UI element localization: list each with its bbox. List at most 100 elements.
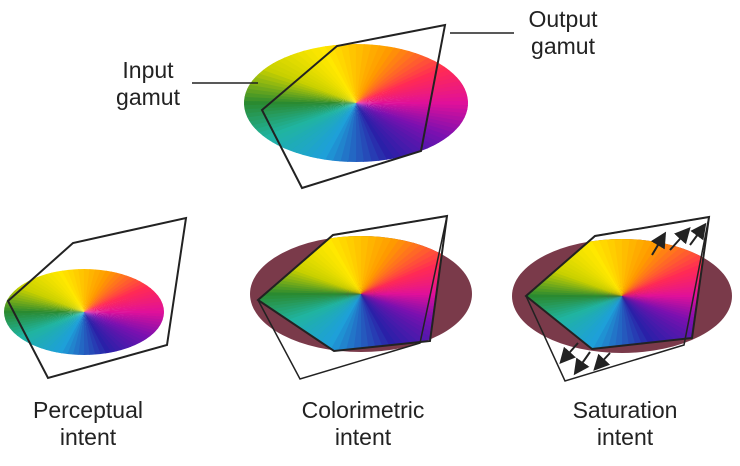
wheel-wedge bbox=[244, 103, 356, 127]
wheel-wedge bbox=[84, 292, 163, 312]
wheel-wedge bbox=[258, 294, 361, 317]
wheel-wedge bbox=[622, 296, 703, 343]
colorimetric-intent-label: Colorimetric intent bbox=[283, 397, 443, 451]
wheel-wedge bbox=[361, 247, 443, 294]
wheel-wedge bbox=[361, 294, 386, 351]
wheel-wedge bbox=[83, 312, 90, 355]
wheel-wedge bbox=[298, 294, 361, 348]
wheel-wedge bbox=[356, 83, 468, 103]
wheel-wedge bbox=[299, 103, 356, 160]
wheel-wedge bbox=[622, 296, 708, 340]
wheel-wedge bbox=[280, 52, 356, 103]
perceptual-label-line2: intent bbox=[59, 424, 117, 450]
wheel-wedge bbox=[361, 294, 430, 346]
colorimetric-output-gamut-outline bbox=[257, 215, 448, 380]
wheel-wedge bbox=[84, 312, 129, 353]
wheel-wedge bbox=[361, 294, 409, 351]
output-gamut-label-line2: gamut bbox=[531, 33, 595, 59]
wheel-wedge bbox=[29, 312, 84, 349]
wheel-wedge bbox=[244, 103, 356, 123]
wheel-wedge bbox=[44, 270, 84, 312]
wheel-wedge bbox=[356, 103, 432, 154]
wheel-wedge bbox=[4, 309, 84, 314]
wheel-wedge bbox=[560, 242, 622, 296]
wheel-wedge bbox=[359, 294, 370, 351]
saturation-arrow bbox=[573, 351, 591, 376]
wheel-wedge bbox=[361, 287, 447, 294]
wheel-wedge bbox=[354, 103, 365, 162]
wheel-wedge bbox=[258, 294, 361, 305]
wheel-wedge bbox=[254, 67, 356, 103]
wheel-wedge bbox=[84, 298, 164, 312]
wheel-wedge bbox=[356, 103, 389, 162]
wheel-wedge bbox=[263, 61, 356, 103]
wheel-wedge bbox=[356, 103, 426, 156]
wheel-wedge bbox=[258, 294, 361, 309]
wheel-wedge bbox=[244, 103, 356, 114]
wheel-wedge bbox=[613, 239, 624, 296]
wheel-wedge bbox=[60, 269, 84, 312]
wheel-wedge bbox=[361, 253, 447, 294]
wheel-wedge bbox=[244, 103, 356, 119]
saturation-arrow bbox=[650, 231, 667, 256]
wheel-wedge bbox=[622, 245, 691, 296]
colorimetric-label-line1: Colorimetric bbox=[301, 397, 425, 423]
wheel-wedge bbox=[17, 312, 84, 343]
wheel-wedge bbox=[312, 294, 361, 351]
output-gamut-label-line1: Output bbox=[528, 6, 598, 32]
wheel-wedge bbox=[356, 103, 444, 148]
wheel-wedge bbox=[361, 256, 447, 294]
wheel-wedge bbox=[84, 312, 139, 349]
wheel-wedge bbox=[356, 103, 373, 162]
wheel-wedge bbox=[66, 269, 84, 312]
wheel-wedge bbox=[246, 75, 356, 103]
wheel-wedge bbox=[622, 250, 704, 296]
wheel-wedge bbox=[257, 103, 356, 142]
saturation-output-gamut-outline bbox=[525, 216, 710, 382]
wheel-wedge bbox=[84, 277, 143, 312]
wheel-wedge bbox=[597, 239, 622, 296]
wheel-wedge bbox=[11, 286, 85, 312]
wheel-wedge bbox=[356, 103, 462, 135]
wheel-wedge bbox=[25, 277, 84, 312]
wheel-wedge bbox=[356, 58, 445, 103]
wheel-wedge bbox=[84, 295, 164, 312]
wheel-wedge bbox=[268, 58, 356, 103]
wheel-wedge bbox=[33, 312, 84, 351]
wheel-wedge bbox=[84, 312, 151, 343]
wheel-wedge bbox=[13, 312, 85, 340]
wheel-wedge bbox=[84, 312, 124, 354]
wheel-wedge bbox=[339, 44, 356, 103]
wheel-wedge bbox=[347, 44, 358, 103]
wheel-wedge bbox=[361, 294, 401, 351]
wheel-wedge bbox=[361, 294, 423, 349]
wheel-wedge bbox=[84, 312, 102, 355]
wheel-wedge bbox=[84, 275, 139, 312]
wheel-wedge bbox=[49, 312, 84, 355]
perceptual-gamut-outline bbox=[6, 216, 188, 380]
wheel-wedge bbox=[356, 103, 466, 131]
wheel-wedge bbox=[8, 312, 84, 335]
wheel-wedge bbox=[356, 50, 427, 103]
wheel-wedge bbox=[361, 294, 447, 339]
wheel-wedge bbox=[356, 71, 463, 103]
wheel-wedge bbox=[246, 103, 356, 131]
wheel-wedge bbox=[21, 279, 84, 312]
saturation-label-line2: intent bbox=[596, 424, 654, 450]
wheel-wedge bbox=[622, 296, 697, 345]
wheel-wedge bbox=[21, 312, 84, 345]
wheel-wedge bbox=[622, 296, 709, 337]
colorimetric-label-line2: intent bbox=[334, 424, 392, 450]
wheel-wedge bbox=[279, 103, 356, 154]
wheel-wedge bbox=[361, 250, 447, 294]
wheel-wedge bbox=[84, 273, 135, 312]
wheel-wedge bbox=[356, 44, 405, 103]
wheel-wedge bbox=[307, 103, 356, 162]
wheel-wedge bbox=[84, 284, 155, 312]
wheel-wedge bbox=[267, 103, 356, 148]
wheel-wedge bbox=[356, 103, 381, 162]
wheel-wedge bbox=[356, 103, 397, 162]
wheel-wedge bbox=[361, 294, 436, 344]
wheel-wedge bbox=[622, 239, 670, 296]
